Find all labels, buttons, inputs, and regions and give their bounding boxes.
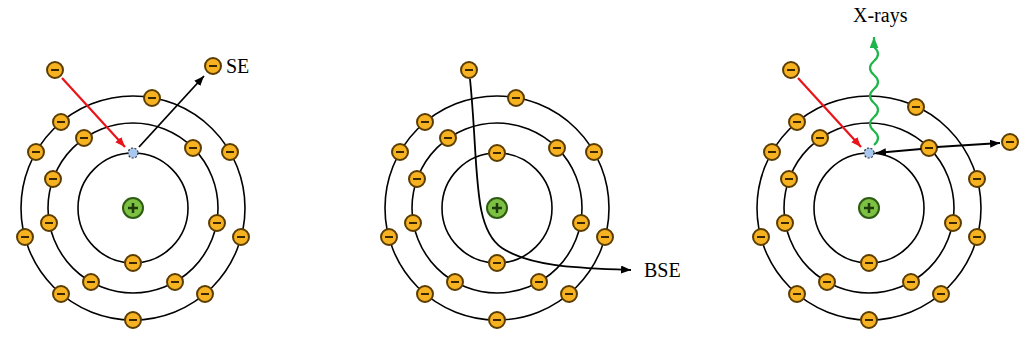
electron bbox=[144, 90, 160, 106]
electron bbox=[222, 144, 238, 160]
electron bbox=[209, 215, 225, 231]
electron bbox=[447, 274, 463, 290]
xray-wave bbox=[870, 37, 878, 145]
electron bbox=[777, 215, 793, 231]
electron bbox=[531, 274, 547, 290]
ejected-electron bbox=[1002, 134, 1018, 150]
electron bbox=[508, 90, 524, 106]
electron bbox=[861, 255, 877, 271]
incident-electron bbox=[783, 62, 799, 78]
electron bbox=[489, 255, 505, 271]
incident-electron bbox=[461, 62, 477, 78]
electron bbox=[197, 286, 213, 302]
secondary-electron bbox=[205, 58, 221, 74]
electron bbox=[392, 144, 408, 160]
emission-arrow bbox=[139, 76, 204, 147]
electron bbox=[969, 171, 985, 187]
electron bbox=[53, 114, 69, 130]
electron-shells bbox=[21, 96, 245, 320]
electron-shells bbox=[385, 96, 609, 320]
transition-arrow bbox=[876, 149, 921, 153]
electron bbox=[53, 286, 69, 302]
electron bbox=[969, 229, 985, 245]
ejection-arrow bbox=[937, 143, 1000, 147]
electron bbox=[28, 144, 44, 160]
electron bbox=[41, 215, 57, 231]
electron bbox=[125, 255, 141, 271]
electron bbox=[903, 274, 919, 290]
incident-electron bbox=[47, 62, 63, 78]
electron bbox=[125, 312, 141, 328]
electron bbox=[76, 130, 92, 146]
electron bbox=[409, 171, 425, 187]
electron bbox=[573, 215, 589, 231]
nucleus bbox=[859, 198, 879, 218]
electron bbox=[417, 114, 433, 130]
electron bbox=[908, 99, 924, 115]
electron bbox=[381, 229, 397, 245]
scatter-path bbox=[470, 79, 631, 270]
vacancy bbox=[128, 148, 138, 158]
nucleus bbox=[123, 198, 143, 218]
electron bbox=[812, 130, 828, 146]
atom-se bbox=[17, 58, 249, 328]
electron-shells bbox=[757, 96, 981, 320]
label-text: SE bbox=[226, 54, 249, 78]
electron bbox=[861, 312, 877, 328]
electron bbox=[819, 274, 835, 290]
electron bbox=[440, 130, 456, 146]
electron bbox=[489, 145, 505, 161]
electron bbox=[185, 140, 201, 156]
atom-bse bbox=[381, 62, 631, 328]
electron bbox=[167, 274, 183, 290]
electron bbox=[405, 215, 421, 231]
electron bbox=[233, 229, 249, 245]
vacancy bbox=[864, 148, 874, 158]
incident-arrow bbox=[798, 78, 861, 147]
electron bbox=[489, 312, 505, 328]
electron bbox=[561, 286, 577, 302]
electron bbox=[764, 144, 780, 160]
incident-arrow bbox=[62, 78, 125, 147]
electron bbox=[597, 229, 613, 245]
label-text: BSE bbox=[644, 258, 681, 282]
electron bbox=[586, 144, 602, 160]
electron bbox=[921, 140, 937, 156]
electron bbox=[789, 114, 805, 130]
label-text: X-rays bbox=[853, 3, 907, 27]
electron bbox=[17, 229, 33, 245]
electron bbox=[789, 286, 805, 302]
electron bbox=[417, 286, 433, 302]
electron bbox=[83, 274, 99, 290]
electron bbox=[781, 171, 797, 187]
electron bbox=[933, 286, 949, 302]
electron bbox=[945, 215, 961, 231]
nucleus bbox=[487, 198, 507, 218]
atom-xray bbox=[753, 37, 1018, 328]
electron bbox=[549, 140, 565, 156]
electron bbox=[45, 171, 61, 187]
electron bbox=[753, 229, 769, 245]
